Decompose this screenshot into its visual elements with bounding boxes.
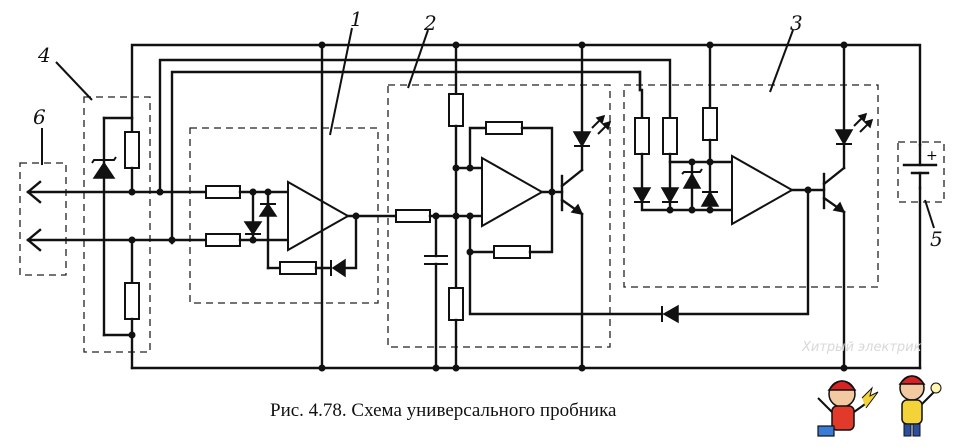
block-3-indicator — [632, 43, 874, 370]
diode-vd1c — [331, 258, 346, 278]
probe-terminals — [26, 180, 212, 252]
resistor-r3b — [662, 117, 678, 155]
label-leaders — [41, 27, 935, 229]
block-6-outline — [19, 162, 67, 276]
block-1-outline — [189, 127, 379, 304]
power-rails — [130, 43, 922, 370]
label-block-4: 4 — [37, 43, 51, 67]
op-amp-da3 — [731, 154, 795, 226]
label-block-5: 5 — [930, 227, 943, 251]
block-5-outline — [897, 141, 945, 203]
block-4-outline — [83, 96, 151, 353]
led-hl2 — [572, 131, 592, 148]
block-3-outline — [623, 84, 879, 288]
label-block-6: 6 — [33, 105, 46, 129]
block-2-driver — [395, 43, 810, 370]
label-block-1: 1 — [350, 7, 363, 31]
label-block-2: 2 — [423, 11, 437, 35]
led-hl3 — [834, 129, 854, 146]
block-1-amplifier — [205, 43, 398, 370]
resistor-r2c — [448, 287, 464, 321]
zener-diode-vd4 — [92, 161, 116, 179]
resistor-r3a — [634, 117, 650, 155]
block-2-outline — [387, 84, 611, 348]
diode-vd3a — [632, 187, 652, 204]
battery-gb5: + — [902, 143, 938, 190]
block-4-network — [91, 116, 140, 337]
watermark-text: Хитрый электрик — [802, 340, 922, 355]
op-amp-da1 — [287, 180, 351, 252]
electrician-mascot-right — [898, 375, 942, 437]
diode-vd3b — [660, 187, 680, 204]
zener-diode-vd3c — [682, 172, 702, 189]
label-block-3: 3 — [790, 11, 803, 35]
resistor-r2d — [485, 121, 523, 135]
resistor-r1a — [205, 185, 241, 199]
diode-vd1a — [243, 221, 263, 236]
resistor-r2a — [395, 209, 431, 223]
junction-dots — [128, 41, 848, 372]
resistor-r2b — [448, 93, 464, 127]
resistor-r4a — [124, 131, 140, 169]
resistor-r1c — [279, 261, 317, 275]
electrician-mascot-left — [817, 380, 879, 437]
resistor-r3c — [702, 107, 718, 141]
diode-vd1b — [258, 202, 278, 217]
mascot-logo — [817, 375, 942, 437]
diode-vd2 — [662, 304, 679, 324]
resistor-r2e — [493, 245, 531, 259]
battery-plus-sign: + — [926, 148, 938, 164]
resistor-r4b — [124, 282, 140, 320]
figure-caption: Рис. 4.78. Схема универсального пробника — [270, 400, 617, 421]
resistor-r1b — [205, 233, 241, 247]
op-amp-da2 — [481, 156, 545, 228]
